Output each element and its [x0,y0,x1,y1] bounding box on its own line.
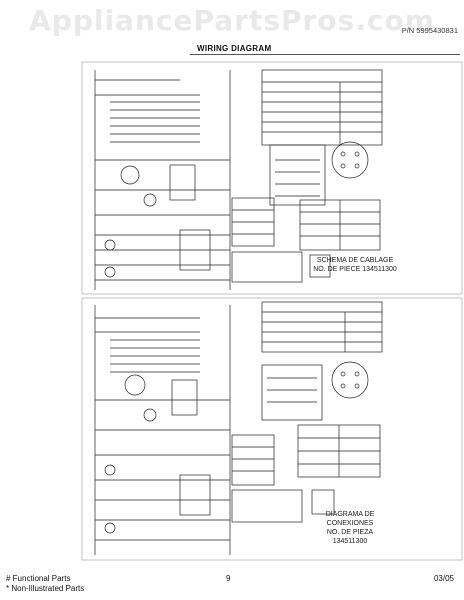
page-title: WIRING DIAGRAM [197,44,272,53]
watermark: AppliancePartsPros.com [29,4,435,37]
part-number: P/N 5995430831 [401,26,458,35]
footer-date: 03/05 [433,574,454,583]
non-illustrated-note: * Non-Illustrated Parts [6,584,85,593]
caption-diagram-bottom: DIAGRAMA DE CONEXIONES NO. DE PIEZA 1345… [325,511,375,545]
footer-left: # Functional Parts * Non-Illustrated Par… [6,574,206,594]
title-rule [190,54,460,55]
page-number: 9 [226,574,231,583]
functional-parts-note: # Functional Parts [6,574,71,583]
caption-schema-top: SCHEMA DE CABLAGE NO. DE PIECE 134511300 [313,257,397,273]
